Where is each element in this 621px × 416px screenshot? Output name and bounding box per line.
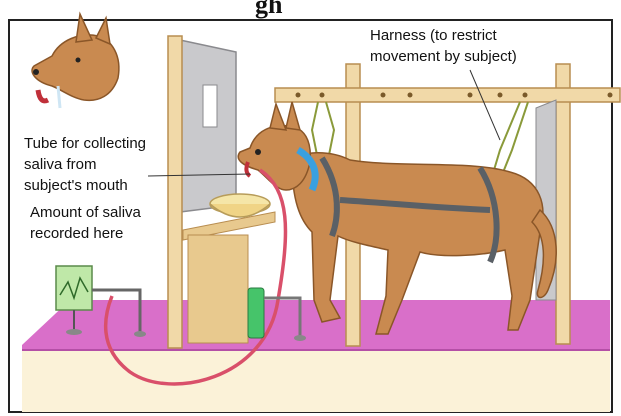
dog-nose [255, 149, 261, 155]
dog-head-icon [32, 14, 119, 108]
amount-label-line-2: recorded here [30, 223, 123, 244]
harness-label-line-2: movement by subject) [370, 46, 517, 67]
top-beam [275, 88, 620, 102]
measuring-cylinder [56, 266, 92, 310]
tube-label-line-3: subject's mouth [24, 175, 128, 196]
tube-label-line-1: Tube for collecting [24, 133, 146, 154]
tube-label-line-2: saliva from [24, 154, 97, 175]
amount-label-line-1: Amount of saliva [30, 202, 141, 223]
harness-label-line-1: Harness (to restrict [370, 25, 497, 46]
left-post [168, 36, 182, 348]
platform-base [22, 350, 610, 412]
green-bottle [248, 288, 264, 338]
harness-leader [470, 70, 500, 140]
right-post [556, 64, 570, 344]
table-box [188, 235, 248, 343]
